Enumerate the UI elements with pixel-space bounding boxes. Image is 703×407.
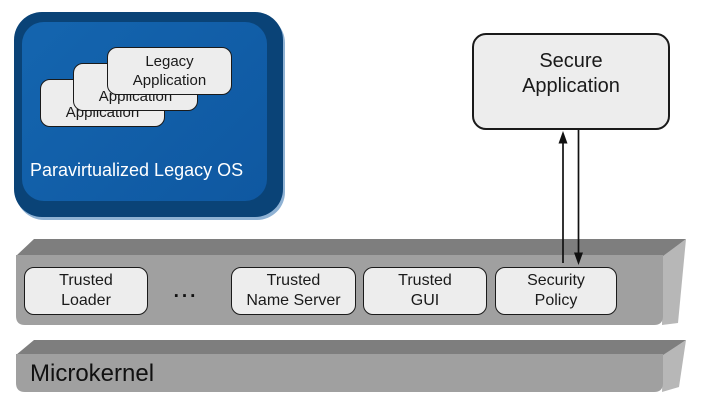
trusted-loader-label-line2: Loader <box>61 292 111 309</box>
legacy-application-label-line2: Application <box>132 72 207 89</box>
secure-app-policy-arrows <box>558 130 583 265</box>
microkernel-label: Microkernel <box>30 360 155 387</box>
legacy-os-box: Legacy Application Legacy Application Le… <box>14 12 283 217</box>
microkernel-slab <box>16 340 686 392</box>
microkernel-slab-side-face <box>662 340 686 392</box>
secure-application-label-line2: Application <box>522 74 620 97</box>
arrow-down-head <box>574 252 583 265</box>
arrow-up-head <box>558 131 568 144</box>
security-policy-label-line1: Security <box>527 272 585 289</box>
trusted-slab-top-face <box>16 239 686 256</box>
trusted-loader-label-line1: Trusted <box>59 272 113 289</box>
trusted-name-server-box: Trusted Name Server <box>231 267 356 315</box>
trusted-slab-side-face <box>662 239 686 325</box>
trusted-name-server-label-line2: Name Server <box>246 292 341 309</box>
secure-application-label-line1: Secure <box>539 49 603 72</box>
trusted-gui-label-line2: GUI <box>410 292 440 309</box>
microkernel-slab-top-face <box>16 340 686 355</box>
trusted-name-server-label-line1: Trusted <box>266 272 321 289</box>
trusted-gui-label-line1: Trusted <box>398 272 452 289</box>
trusted-loader-box: Trusted Loader <box>24 267 148 315</box>
legacy-application-card-front: Legacy Application <box>107 47 232 95</box>
legacy-application-label-line1: Legacy <box>145 53 194 70</box>
trusted-gui-box: Trusted GUI <box>363 267 487 315</box>
secure-application-box: Secure Application <box>472 33 670 130</box>
legacy-os-label: Paravirtualized Legacy OS <box>30 160 244 180</box>
more-services-ellipsis: ... <box>173 281 199 302</box>
security-policy-box: Security Policy <box>495 267 617 315</box>
security-policy-label-line2: Policy <box>534 292 578 309</box>
microkernel-slab-front-face <box>16 354 663 392</box>
